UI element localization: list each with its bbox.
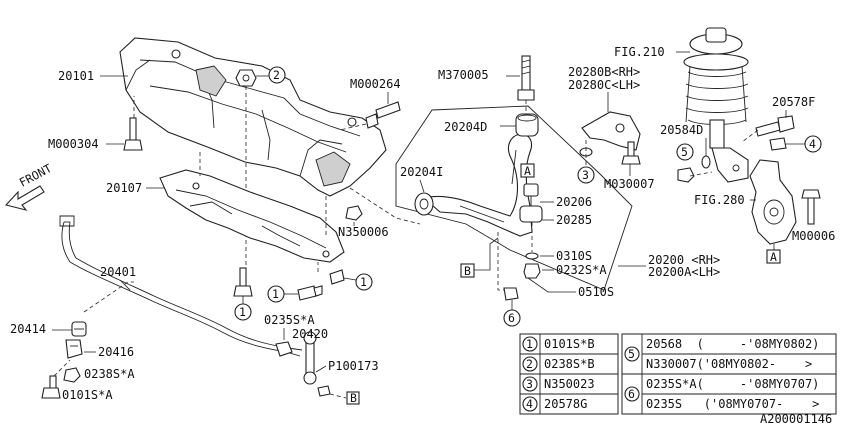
bolt-20578f	[755, 115, 795, 137]
label-20420: 20420	[292, 327, 328, 341]
legend-code-4: 20578G	[544, 397, 587, 411]
label-20200: 20200 <RH>	[648, 253, 720, 267]
label-20414: 20414	[10, 322, 46, 336]
ref-a-arm: A	[524, 164, 531, 178]
nut-callout-6	[503, 287, 519, 301]
bolt-m000264	[365, 101, 401, 129]
label-m000304: M000304	[48, 137, 99, 151]
label-20200a: 20200A<LH>	[648, 265, 720, 279]
label-m000264: M000264	[350, 77, 401, 91]
washer-0310s	[525, 252, 539, 260]
legend-num-3: 3	[526, 377, 533, 391]
label-0310s: 0310S	[556, 249, 592, 263]
legend-num-4: 4	[526, 397, 533, 411]
knuckle-fig280	[749, 159, 797, 245]
stabilizer-bar	[59, 215, 303, 357]
legend-code-1: 0101S*B	[544, 337, 595, 351]
label-n350006: N350006	[338, 225, 389, 239]
nut-callout-5	[677, 167, 695, 183]
front-arrow-icon	[4, 185, 45, 211]
label-20578f: 20578F	[772, 95, 815, 109]
control-arm-20200	[414, 133, 533, 237]
nut-n350006	[345, 205, 363, 221]
label-0232s: 0232S*A	[556, 263, 607, 277]
bolt-1a	[233, 267, 253, 297]
label-20204i: 20204I	[400, 165, 443, 179]
strut-assembly	[683, 27, 749, 183]
label-20101: 20101	[58, 69, 94, 83]
label-m00006: M00006	[792, 229, 835, 243]
front-label: FRONT	[17, 161, 54, 190]
callout-6: 6	[508, 311, 515, 325]
legend-table-left: 1 0101S*B 2 0238S*B 3 N350023 4 20578G	[519, 333, 619, 415]
legend-table-right: 5 20568 ( -'08MY0802) N330007('08MY0802-…	[621, 333, 837, 415]
callout-1a: 1	[239, 305, 246, 319]
nut-0238s	[63, 367, 81, 383]
ref-a-knuckle: A	[770, 250, 777, 264]
legend-num-6: 6	[628, 387, 635, 401]
support-plate-20107	[159, 169, 345, 263]
legend-row-6b: 0235S ('08MY0707- >	[646, 397, 819, 411]
label-fig280: FIG.280	[694, 193, 745, 207]
label-20584d: 20584D	[660, 123, 703, 137]
label-m370005: M370005	[438, 68, 489, 82]
bracket-20280	[581, 111, 641, 151]
bolt-m030007	[621, 141, 641, 165]
label-20206: 20206	[556, 195, 592, 209]
label-0238s: 0238S*A	[84, 367, 135, 381]
bolt-m000304	[123, 117, 143, 151]
control-arm-outline	[395, 105, 633, 291]
flange-nut-2	[235, 69, 257, 87]
legend-num-2: 2	[526, 357, 533, 371]
label-20285: 20285	[556, 213, 592, 227]
label-20280c: 20280C<LH>	[568, 78, 640, 92]
ref-b-arm: B	[464, 264, 471, 278]
stabilizer-link-20420	[275, 331, 331, 397]
callout-4: 4	[809, 137, 816, 151]
legend-row-5b: N330007('08MY0802- >	[646, 357, 812, 371]
label-20280b: 20280B<RH>	[568, 65, 640, 79]
callout-5: 5	[681, 145, 688, 159]
callout-3: 3	[582, 168, 589, 182]
callout-1b: 1	[272, 287, 279, 301]
legend-num-5: 5	[628, 347, 635, 361]
diagram-id: A200001146	[760, 412, 832, 425]
bushing-20414	[71, 321, 87, 337]
washer-20584d	[701, 155, 711, 169]
bolt-0101s	[41, 375, 61, 399]
legend-num-1: 1	[526, 337, 533, 351]
label-20107: 20107	[106, 181, 142, 195]
label-p100173: P100173	[328, 359, 379, 373]
bracket-20416	[65, 339, 83, 359]
legend-code-2: 0238S*B	[544, 357, 595, 371]
bushing-20204d	[515, 113, 539, 137]
bolt-m370005	[517, 55, 535, 101]
label-20401: 20401	[100, 265, 136, 279]
label-m030007: M030007	[604, 177, 655, 191]
front-crossmember	[119, 37, 387, 197]
callout-2: 2	[273, 68, 280, 82]
legend-row-6a: 0235S*A( -'08MY0707)	[646, 377, 819, 391]
bolt-1c	[329, 269, 345, 285]
label-20416: 20416	[98, 345, 134, 359]
bolt-1b	[297, 285, 323, 301]
nut-0232s	[523, 263, 541, 279]
ball-joint-20206	[519, 183, 543, 223]
legend-row-5a: 20568 ( -'08MY0802)	[646, 337, 819, 351]
label-0101s: 0101S*A	[62, 388, 113, 402]
label-fig210: FIG.210	[614, 45, 665, 59]
callout-1c: 1	[360, 275, 367, 289]
bolt-m00006	[801, 189, 821, 225]
label-0510s: 0510S	[578, 285, 614, 299]
label-0235s: 0235S*A	[264, 313, 315, 327]
legend-code-3: N350023	[544, 377, 595, 391]
nut-callout-4	[769, 137, 787, 151]
label-20204d: 20204D	[444, 120, 487, 134]
ref-b-link: B	[350, 391, 357, 405]
